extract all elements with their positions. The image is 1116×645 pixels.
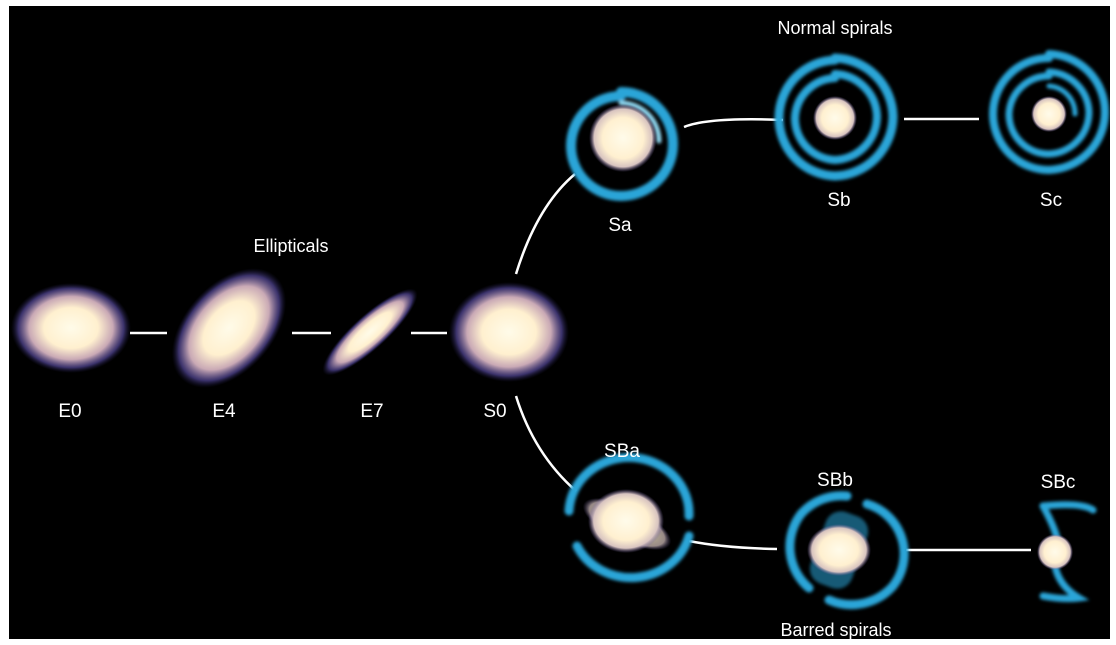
sa-label: Sa — [608, 215, 632, 236]
s0-label: S0 — [483, 401, 506, 422]
galaxy-sba — [564, 453, 694, 583]
galaxy-sb — [774, 53, 898, 181]
galaxy-sa — [565, 87, 679, 201]
connector-sa-sb — [683, 118, 784, 129]
e0-label: E0 — [58, 401, 81, 422]
e4-label: E4 — [212, 401, 236, 422]
sba-ring — [572, 531, 694, 583]
sc-label: Sc — [1040, 190, 1062, 211]
diagram-canvas: Ellipticals Normal spirals Barred spiral… — [11, 18, 1110, 639]
sb-arm-inner — [831, 70, 882, 164]
sbc-arm — [1039, 562, 1090, 603]
sbb-bulge — [807, 524, 871, 576]
sc-arm-inner — [1046, 83, 1078, 117]
galaxy-e7 — [322, 288, 418, 376]
e4-galaxy-shape — [171, 268, 287, 388]
sbb-arm — [785, 491, 852, 593]
sb-arm — [774, 55, 840, 181]
barred-spirals-label: Barred spirals — [780, 620, 891, 639]
connector-s0-sa — [514, 173, 576, 275]
sb-label: Sb — [827, 190, 850, 211]
s0-galaxy-shape — [449, 282, 569, 382]
normal-spirals-label: Normal spirals — [777, 18, 892, 38]
galaxy-e4 — [171, 268, 287, 388]
sba-bulge — [588, 489, 664, 553]
sc-arm-inner — [1045, 68, 1093, 158]
galaxy-s0 — [449, 282, 569, 382]
connectors — [130, 117, 1031, 552]
galaxy-sbc — [1037, 501, 1097, 603]
connector-sba-sbb — [688, 539, 778, 551]
galaxy-e0 — [11, 283, 131, 373]
sa-arm — [616, 87, 679, 201]
connector-s0-sba — [514, 395, 577, 492]
sc-arm — [988, 54, 1053, 174]
sb-arm-inner — [790, 74, 839, 164]
e7-galaxy-shape — [322, 288, 418, 376]
galaxy-sc — [988, 50, 1110, 174]
sba-label: SBa — [604, 441, 640, 462]
sbb-arm — [824, 499, 909, 610]
sa-arm — [565, 91, 626, 201]
e0-galaxy-shape — [11, 283, 131, 373]
sc-bulge — [1031, 96, 1067, 132]
ellipticals-label: Ellipticals — [253, 236, 328, 256]
sa-arm-inner — [618, 100, 662, 144]
sbc-arm — [1039, 501, 1097, 514]
sc-arm — [1045, 50, 1110, 174]
sbc-bulge — [1037, 534, 1073, 570]
hubble-tuning-fork-diagram: Ellipticals Normal spirals Barred spiral… — [9, 6, 1110, 639]
sb-arm — [830, 53, 898, 181]
galaxy-sbb — [785, 491, 909, 610]
e7-label: E7 — [360, 401, 383, 422]
sba-ring — [564, 453, 694, 521]
sbb-label: SBb — [817, 470, 853, 491]
sb-bulge — [813, 96, 857, 140]
sbc-arm — [1039, 502, 1061, 542]
sbc-label: SBc — [1041, 472, 1076, 493]
sc-arm-inner — [1005, 72, 1053, 158]
sa-bulge — [589, 104, 657, 172]
